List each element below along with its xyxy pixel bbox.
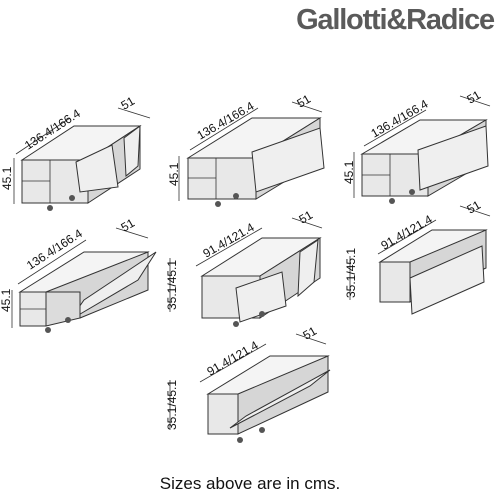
unit-5-depth: 51 (297, 208, 316, 227)
unit-1-height: 45.1 (0, 166, 14, 190)
unit-1-drawing: 136.4/166.4 51 45.1 (0, 94, 151, 211)
unit-7-height: 35.1/45.1 (165, 380, 179, 430)
unit-4-drawing: 136.4/166.4 51 45.1 (0, 216, 157, 333)
brand-logo: Gallotti&Radice (296, 4, 495, 36)
unit-5-height: 35.1/45.1 (165, 260, 179, 310)
unit-2-drawing: 136.4/166.4 51 45.1 (167, 92, 325, 207)
unit-2-height: 45.1 (167, 162, 181, 186)
unit-4-depth: 51 (119, 216, 138, 235)
unit-5-drawing: 91.4/121.4 51 35.1/45.1 (165, 208, 323, 327)
unit-2-depth: 51 (295, 92, 314, 111)
unit-7-drawing: 91.4/121.4 51 35.1/45.1 (165, 324, 331, 443)
unit-7-depth: 51 (301, 324, 320, 343)
unit-3-drawing: 136.4/166.4 51 45.1 (342, 88, 491, 204)
unit-3-height: 45.1 (342, 160, 356, 184)
unit-3-depth: 51 (465, 88, 484, 107)
unit-6-height: 35.1/45.1 (344, 248, 358, 298)
unit-1-depth: 51 (119, 94, 138, 113)
unit-4-height: 45.1 (0, 288, 13, 312)
unit-6-depth: 51 (465, 198, 484, 217)
sizes-caption: Sizes above are in cms. (159, 474, 341, 493)
unit-6-drawing: 91.4/121.4 51 35.1/45.1 (344, 198, 491, 315)
furniture-drawings: 136.4/166.4 51 45.1 136.4/166.4 51 45.1 … (0, 88, 491, 443)
